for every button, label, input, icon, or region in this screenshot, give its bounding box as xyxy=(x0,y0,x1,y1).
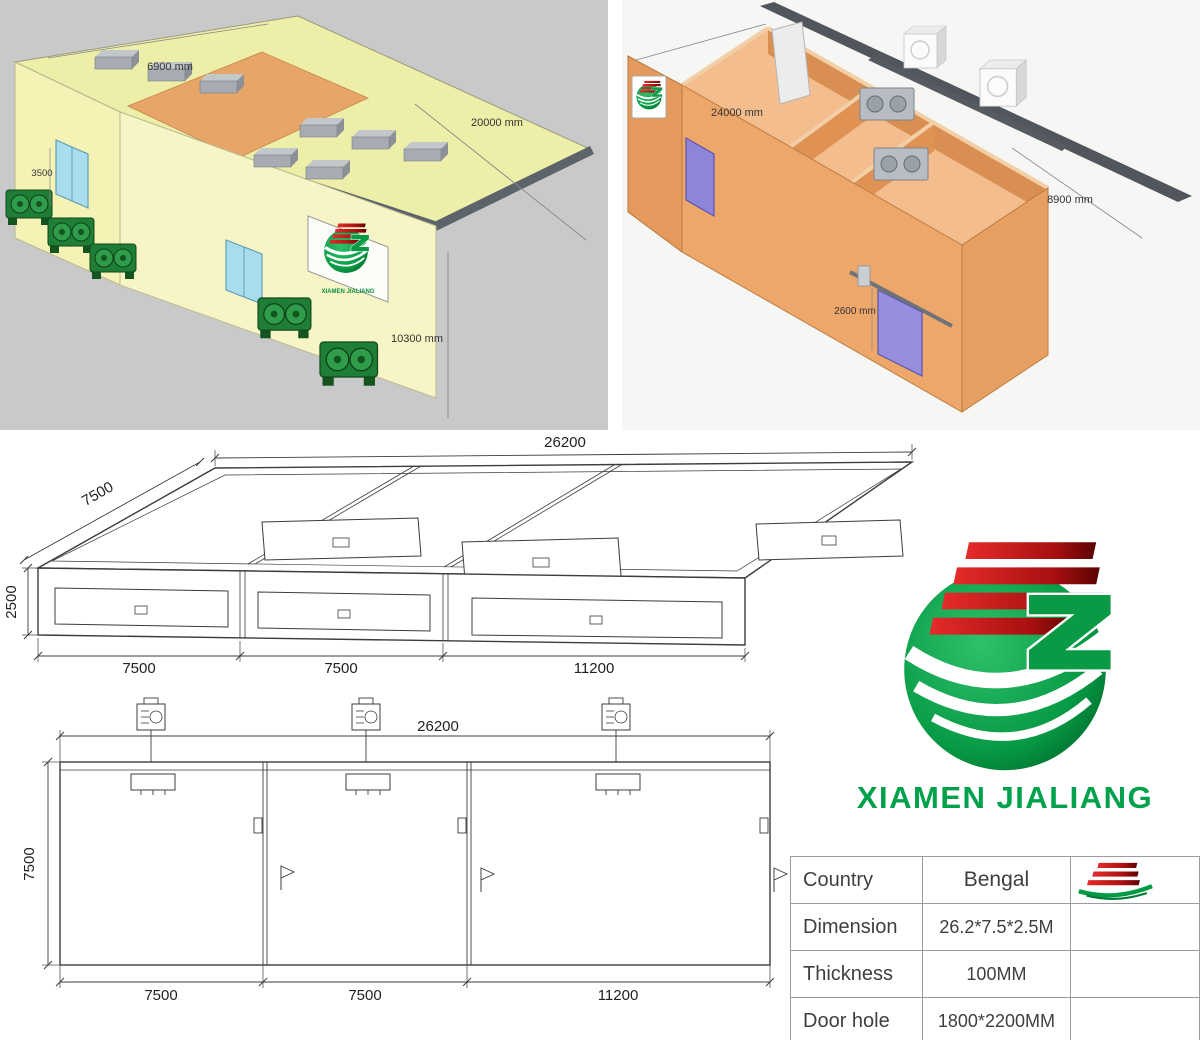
right-end-wall xyxy=(961,187,1049,413)
condenser-icon xyxy=(979,59,1028,108)
dimension-plan-bottom: 7500 7500 11200 xyxy=(33,638,750,677)
brand-logo-icon xyxy=(904,542,1110,770)
plan-seg3-label: 11200 xyxy=(574,660,615,677)
plan-front-section-joint xyxy=(239,571,449,641)
plan-front-door xyxy=(54,587,229,628)
table-row: Country Bengal xyxy=(790,856,1200,904)
cad-plan-view: 26200 xyxy=(3,434,917,677)
exterior-render-panel: XIAMEN JIALIANG 6900 mm 20000 mm xyxy=(0,0,608,430)
ceiling-rail xyxy=(760,2,1192,202)
plan-seg2-label: 7500 xyxy=(324,660,357,677)
spec-value-doorhole: 1800*2200MM xyxy=(921,997,1071,1040)
plan-front-door xyxy=(471,597,723,639)
brand-wordmark: XIAMEN JIALIANG xyxy=(856,780,1154,815)
hinged-door xyxy=(685,136,715,218)
end-wall-door xyxy=(55,139,89,209)
brand-logo xyxy=(885,535,1125,775)
dimension-total-top: 26200 xyxy=(210,434,917,466)
dimension-elev-bottom: 7500 7500 11200 xyxy=(55,965,775,1004)
white-column xyxy=(771,21,811,105)
rooftop-unit-icon xyxy=(351,129,397,150)
rooftop-unit-icon xyxy=(199,73,245,94)
sliding-door xyxy=(877,289,923,377)
spec-label-doorhole: Door hole xyxy=(790,997,923,1040)
spec-empty-cell xyxy=(1069,997,1200,1040)
elev-seg1-label: 7500 xyxy=(144,987,177,1004)
dim-door-label: 3500 xyxy=(31,168,52,179)
interior-render-panel: 24000 mm 8900 mm 2600 mm xyxy=(622,0,1200,430)
front-wall xyxy=(119,111,437,399)
exterior-dimensions: 6900 mm 20000 mm 10300 mm 3500 xyxy=(31,23,587,418)
plan-door-panel xyxy=(261,517,422,561)
spec-empty-cell xyxy=(1069,950,1200,998)
rooftop-unit-icon xyxy=(94,49,140,70)
brand-sign-small xyxy=(631,75,667,119)
spec-label-country: Country xyxy=(790,856,923,904)
elev-total-label: 26200 xyxy=(417,718,459,735)
brand-mark-icon xyxy=(1072,861,1158,900)
sign-brand-text: XIAMEN JIALIANG xyxy=(321,289,374,295)
dimension-elev-total: 26200 xyxy=(55,718,775,762)
dimension-plan-height: 2500 xyxy=(3,563,38,640)
rooftop-unit-icon xyxy=(253,147,299,168)
elev-seg2-label: 7500 xyxy=(348,987,381,1004)
dim-length-label: 24000 mm xyxy=(711,107,763,119)
cad-elevation-view: 26200 xyxy=(21,697,788,1004)
dim-roof-width-label: 6900 mm xyxy=(147,61,193,73)
elevation-rooftop-unit-icon xyxy=(601,697,631,762)
brand-sign: XIAMEN JIALIANG xyxy=(307,215,389,303)
rooftop-unit-icon xyxy=(403,141,449,162)
cad-drawings: 26200 xyxy=(3,434,917,1004)
plan-seg1-label: 7500 xyxy=(122,660,155,677)
partition-wall xyxy=(788,85,874,176)
dim-height-label: 10300 mm xyxy=(391,333,443,345)
rooftop-unit-icon xyxy=(299,117,345,138)
spec-value-thickness: 100MM xyxy=(921,950,1071,998)
plan-height-label: 2500 xyxy=(3,585,20,618)
interior-dimensions: 24000 mm 8900 mm 2600 mm xyxy=(635,23,1143,350)
dim-width-label: 8900 mm xyxy=(1047,194,1093,206)
spec-value-dimension: 26.2*7.5*2.5M xyxy=(921,903,1071,951)
spec-logo-cell xyxy=(1069,856,1200,904)
rooftop-unit-icon xyxy=(305,159,351,180)
table-row: Dimension 26.2*7.5*2.5M xyxy=(790,903,1200,951)
spec-empty-cell xyxy=(1069,903,1200,951)
roof-interior-floor xyxy=(127,51,369,159)
plan-depth-label: 7500 xyxy=(79,478,116,509)
table-row: Thickness 100MM xyxy=(790,950,1200,998)
evaporator-icon xyxy=(873,147,929,181)
elev-height-label: 7500 xyxy=(21,847,38,880)
elevation-rooftop-unit-icon xyxy=(136,697,166,762)
door-hardware xyxy=(253,817,788,893)
plan-door-panel xyxy=(755,519,904,561)
spec-value-country: Bengal xyxy=(921,856,1071,904)
evaporator-icon xyxy=(859,87,915,121)
dim-door-label: 2600 mm xyxy=(834,306,876,317)
spec-label-thickness: Thickness xyxy=(790,950,923,998)
plan-total-label: 26200 xyxy=(544,434,586,451)
condenser-icon xyxy=(903,25,947,69)
wall-top-edge xyxy=(680,26,770,87)
ceiling-beam xyxy=(868,56,1068,151)
table-row: Door hole 1800*2200MM xyxy=(790,997,1200,1040)
dim-length-label: 20000 mm xyxy=(471,117,523,129)
elev-seg3-label: 11200 xyxy=(598,987,639,1004)
elevation-body xyxy=(59,761,771,966)
plan-inner-rim xyxy=(51,468,903,572)
elevation-divider-wall xyxy=(262,762,472,965)
plan-front-door xyxy=(257,591,431,632)
elevation-rooftop-unit-icon xyxy=(351,697,381,762)
spec-table: Country Bengal Dimension 26.2*7.5*2.5M T… xyxy=(790,856,1200,1040)
spec-label-dimension: Dimension xyxy=(790,903,923,951)
keypad-icon xyxy=(857,265,871,287)
dimension-elev-height: 7500 xyxy=(21,757,60,970)
back-wall-inner-face xyxy=(768,28,1048,214)
